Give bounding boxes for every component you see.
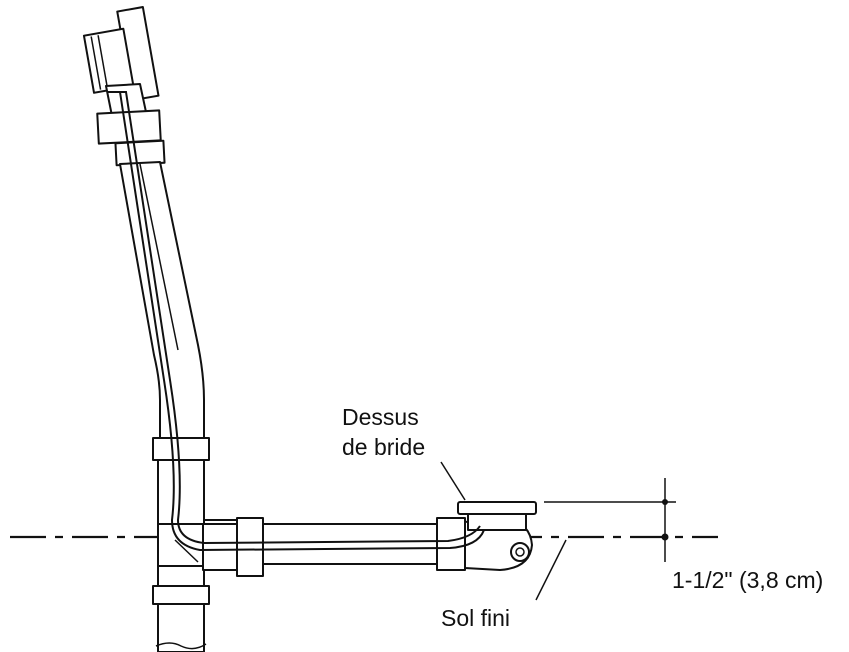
upper-coupling bbox=[152, 437, 210, 461]
flange-top-leader bbox=[440, 461, 466, 501]
drain-flange-top bbox=[457, 501, 537, 515]
finished-floor-label: Sol fini bbox=[441, 605, 510, 631]
overflow-pipe bbox=[119, 161, 205, 441]
overflow-assembly bbox=[82, 6, 166, 167]
floor-leader bbox=[535, 539, 567, 601]
drain-pipe-down bbox=[157, 603, 205, 652]
flange-top-label-line2: de bride bbox=[342, 434, 425, 460]
dimension-label: 1-1/2" (3,8 cm) bbox=[672, 567, 823, 593]
dimension-marks bbox=[544, 478, 676, 562]
flange-top-label-line1: Dessus bbox=[342, 404, 419, 430]
lower-coupling bbox=[152, 585, 210, 605]
cable-control bbox=[108, 91, 485, 552]
vertical-pipe-upper bbox=[157, 459, 205, 525]
vertical-pipe-lower bbox=[157, 565, 205, 587]
drain-shoe bbox=[457, 501, 537, 571]
horizontal-drain-pipe bbox=[202, 517, 466, 577]
